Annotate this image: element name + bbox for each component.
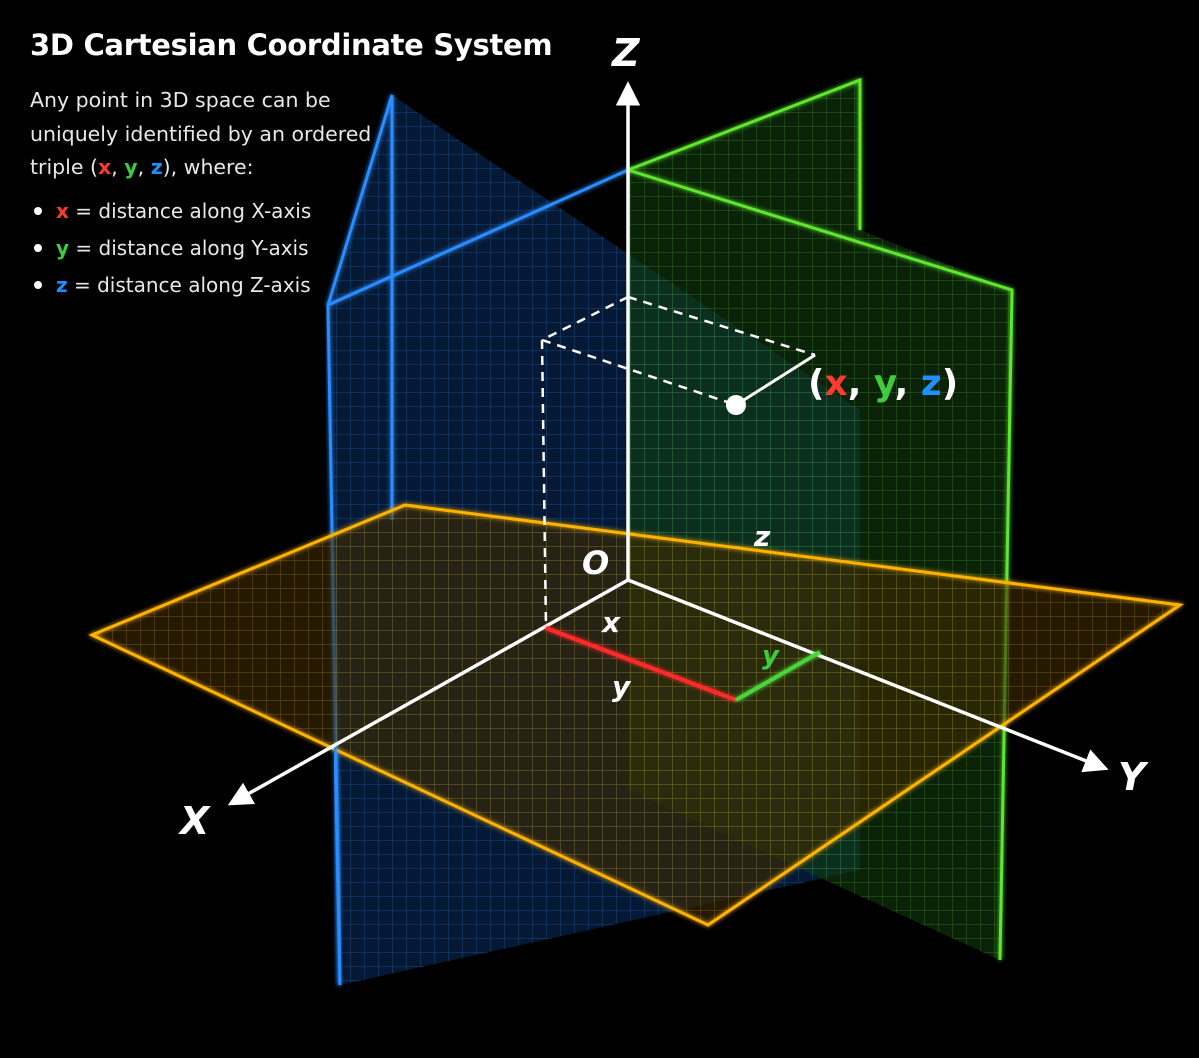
intro-line-3-suffix: ), where: bbox=[162, 155, 254, 179]
x-segment bbox=[545, 626, 737, 702]
z-axis-label: Z bbox=[611, 31, 641, 75]
y-axis bbox=[627, 578, 1109, 773]
intro-line-1: Any point in 3D space can be bbox=[30, 88, 331, 112]
xz-plane-front-edge bbox=[327, 168, 629, 307]
bullet-var-y: y bbox=[56, 235, 70, 260]
y-axis-label: Y bbox=[1118, 755, 1149, 799]
y-green-label: y bbox=[762, 641, 780, 671]
intro-comma-1: , bbox=[111, 155, 125, 179]
y-floor-label: y bbox=[612, 670, 632, 703]
x-axis-label: X bbox=[178, 799, 211, 843]
bullet-dot-icon bbox=[34, 206, 42, 215]
bullet-text-z: = distance along Z-axis bbox=[67, 272, 311, 297]
bullet-item-z: z = distance along Z-axis bbox=[30, 267, 550, 304]
origin-label: O bbox=[582, 544, 609, 582]
point-marker bbox=[726, 395, 746, 415]
intro-line-3-prefix: triple ( bbox=[30, 155, 98, 179]
xy-plane bbox=[88, 503, 1185, 927]
bullet-item-y: y = distance along Y-axis bbox=[30, 230, 550, 267]
intro-var-y: y bbox=[124, 155, 138, 179]
x-segment-label: x bbox=[600, 606, 621, 639]
point-connector bbox=[735, 353, 816, 407]
bullet-dot-icon bbox=[34, 243, 42, 252]
bullet-list: x = distance along X-axis y = distance a… bbox=[30, 193, 550, 304]
intro-text: Any point in 3D space can be uniquely id… bbox=[30, 84, 550, 185]
bullet-text-y: = distance along Y-axis bbox=[69, 235, 309, 260]
intro-var-x: x bbox=[98, 155, 112, 179]
bullet-var-z: z bbox=[56, 272, 68, 297]
point-label: (x, y, z) bbox=[808, 363, 958, 404]
intro-var-z: z bbox=[150, 155, 163, 179]
xz-plane-lower-edge bbox=[333, 744, 342, 986]
page-title: 3D Cartesian Coordinate System bbox=[30, 28, 553, 62]
axes bbox=[227, 81, 1109, 806]
y-segment bbox=[735, 650, 821, 702]
intro-line-2: uniquely identified by an ordered bbox=[30, 121, 372, 146]
bullet-item-x: x = distance along X-axis bbox=[30, 193, 550, 230]
z-segment-label: z bbox=[753, 520, 771, 553]
intro-comma-2: , bbox=[137, 155, 151, 179]
bullet-var-x: x bbox=[56, 198, 69, 223]
bullet-dot-icon bbox=[34, 280, 42, 289]
bullet-text-x: = distance along X-axis bbox=[68, 198, 312, 223]
x-axis bbox=[227, 578, 629, 806]
info-panel: 3D Cartesian Coordinate System Any point… bbox=[30, 28, 553, 304]
construction-lines bbox=[540, 295, 816, 629]
